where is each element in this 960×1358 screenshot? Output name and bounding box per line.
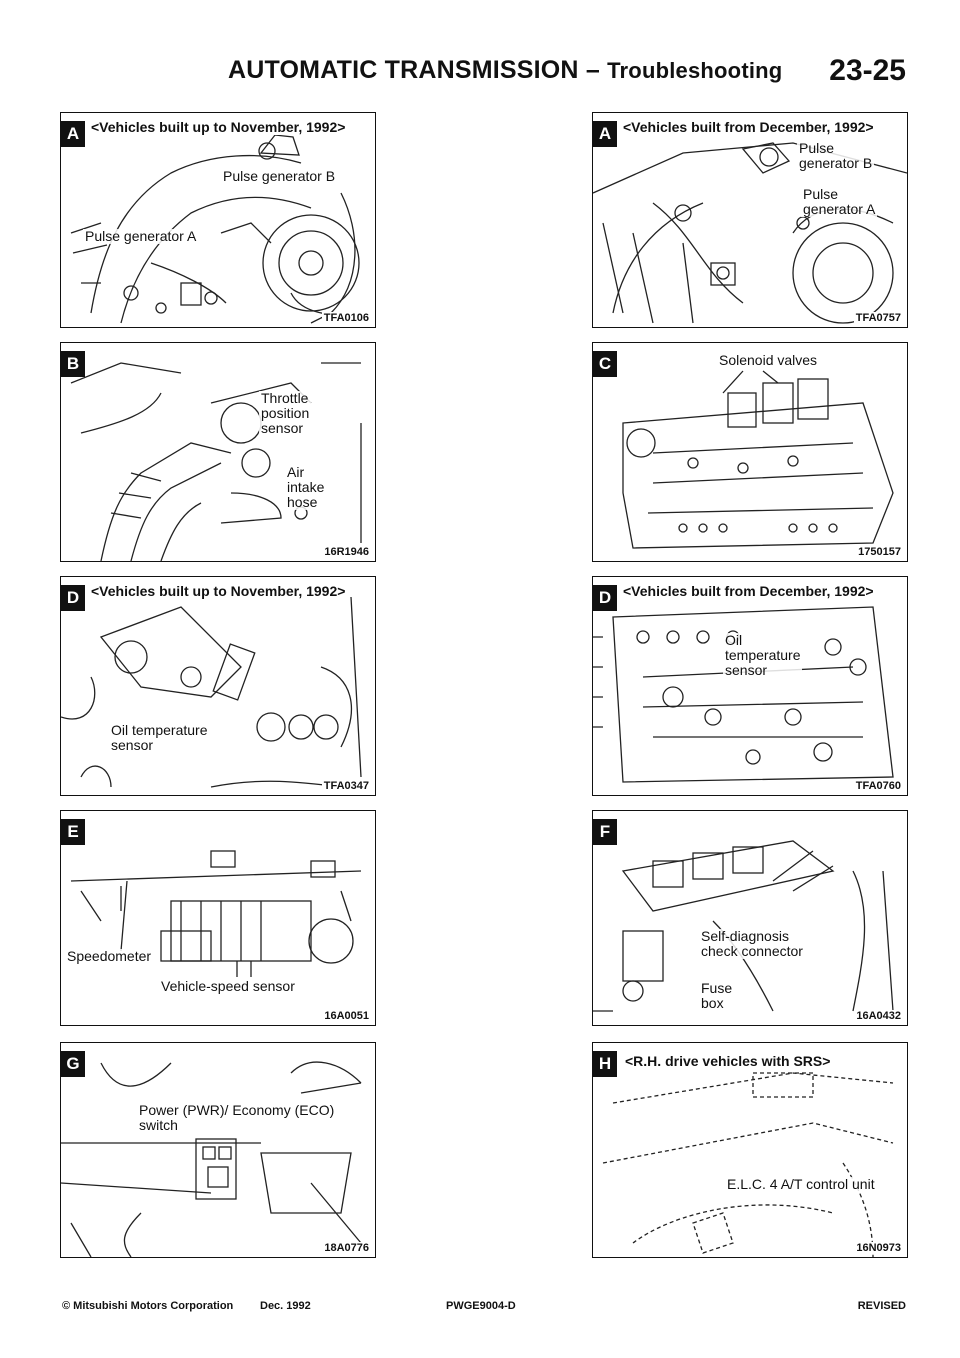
panel-g: G Power (PWR)/ Economy (ECO) switch 18A0… — [60, 1042, 376, 1258]
panel-f: F Self-diagnosis check connector Fuse bo… — [592, 810, 908, 1026]
panel-b: B Throttle position sensor Air intake ho… — [60, 342, 376, 562]
label-pulse-generator-a: Pulse generator A — [83, 228, 199, 244]
panel-c: C Solenoid valves 1750157 — [592, 342, 908, 562]
panel-e: E Speedometer Vehicle-speed sensor 16A00… — [60, 810, 376, 1026]
figure-code: TFA0106 — [321, 312, 371, 324]
footer-copyright: © Mitsubishi Motors Corporation — [62, 1300, 234, 1312]
panel-a-pre-nov-1992: A <Vehicles built up to November, 1992> … — [60, 112, 376, 328]
power-economy-switch-illustration — [61, 1061, 362, 1257]
section-badge: G — [61, 1051, 85, 1077]
oil-temperature-sensor-illustration — [61, 596, 362, 788]
label-oil-temperature-sensor: Oil temperature sensor — [723, 632, 803, 678]
label-speedometer: Speedometer — [65, 948, 154, 964]
footer-date: Dec. 1992 — [260, 1300, 311, 1312]
panel-caption: <Vehicles built from December, 1992> — [621, 119, 876, 135]
figure-code: TFA0347 — [321, 780, 371, 792]
figure-code: 16R1946 — [322, 546, 371, 558]
label-solenoid-valves: Solenoid valves — [717, 352, 820, 368]
panel-caption: <Vehicles built up to November, 1992> — [89, 583, 348, 599]
figure-code: 1750157 — [856, 546, 903, 558]
panel-d-pre-nov-1992: D <Vehicles built up to November, 1992> … — [60, 576, 376, 796]
transmission-illustration — [70, 134, 362, 324]
page-number: 23-25 — [829, 54, 906, 87]
panel-caption: <Vehicles built from December, 1992> — [621, 583, 876, 599]
label-self-diagnosis-check-connector: Self-diagnosis check connector — [699, 928, 805, 959]
label-air-intake-hose: Air intake hose — [285, 464, 327, 510]
panel-a-from-dec-1992: A <Vehicles built from December, 1992> P… — [592, 112, 908, 328]
label-power-economy-switch: Power (PWR)/ Economy (ECO) switch — [137, 1102, 337, 1133]
label-pulse-generator-b: Pulse generator B — [221, 168, 338, 184]
panel-caption: <Vehicles built up to November, 1992> — [89, 119, 348, 135]
throttle-body-illustration — [70, 362, 362, 561]
figure-code: 16N0973 — [854, 1242, 903, 1254]
panel-d-from-dec-1992: D <Vehicles built from December, 1992> O… — [592, 576, 908, 796]
oil-temperature-sensor-illustration — [593, 606, 894, 783]
label-pulse-generator-a: Pulse generator A — [801, 186, 878, 217]
transmission-illustration — [593, 142, 907, 324]
section-badge: A — [61, 121, 85, 147]
label-throttle-position-sensor: Throttle position sensor — [259, 390, 312, 436]
section-subtitle: Troubleshooting — [607, 58, 783, 83]
label-elc-control-unit: E.L.C. 4 A/T control unit — [725, 1176, 877, 1192]
page-header: AUTOMATIC TRANSMISSION – Troubleshooting… — [60, 52, 906, 92]
section-badge: C — [593, 351, 617, 377]
section-badge: H — [593, 1051, 617, 1077]
figure-code: 16A0051 — [322, 1010, 371, 1022]
label-oil-temperature-sensor: Oil temperature sensor — [109, 722, 210, 753]
figure-code: 18A0776 — [322, 1242, 371, 1254]
section-badge: B — [61, 351, 85, 377]
section-title: AUTOMATIC TRANSMISSION — [228, 56, 579, 84]
panel-h: H <R.H. drive vehicles with SRS> E.L.C. … — [592, 1042, 908, 1258]
figure-code: TFA0760 — [853, 780, 903, 792]
elc-control-unit-illustration — [602, 1072, 894, 1257]
label-pulse-generator-b: Pulse generator B — [797, 140, 875, 171]
panel-caption: <R.H. drive vehicles with SRS> — [623, 1053, 833, 1069]
label-fuse-box: Fuse box — [699, 980, 735, 1011]
footer-doc-code: PWGE9004-D — [446, 1300, 516, 1312]
section-badge: E — [61, 819, 85, 845]
section-badge: F — [593, 819, 617, 845]
vehicle-speed-sensor-illustration — [70, 850, 362, 977]
valve-body-illustration — [622, 370, 894, 549]
under-dash-illustration — [593, 830, 894, 1012]
label-vehicle-speed-sensor: Vehicle-speed sensor — [159, 978, 297, 994]
section-badge: D — [61, 585, 85, 611]
figure-code: 16A0432 — [854, 1010, 903, 1022]
title-dash: – — [585, 56, 600, 84]
figure-code: TFA0757 — [853, 312, 903, 324]
footer-status: REVISED — [857, 1300, 906, 1312]
section-badge: D — [593, 585, 617, 611]
page-title: AUTOMATIC TRANSMISSION – Troubleshooting — [228, 56, 782, 85]
section-badge: A — [593, 121, 617, 147]
